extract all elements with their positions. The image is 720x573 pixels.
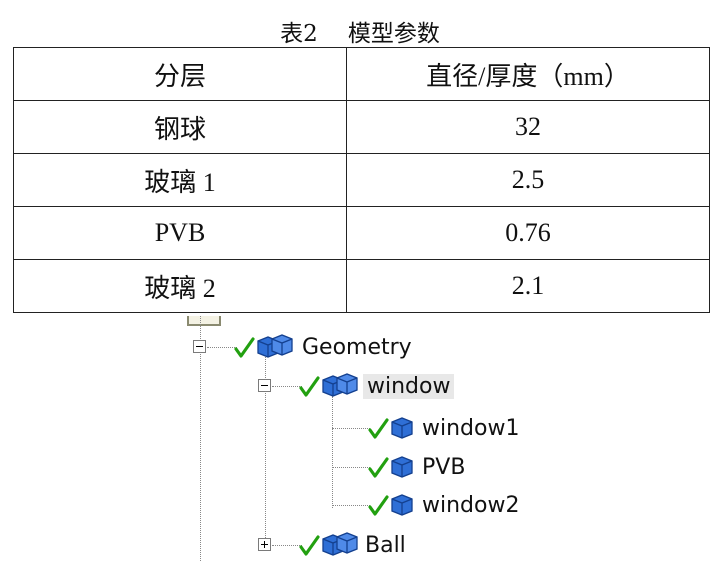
expand-ball-button[interactable] (258, 538, 271, 551)
blue-cubes-icon (322, 373, 358, 397)
tree-node-label: window (363, 373, 455, 399)
tree-connector (332, 396, 333, 508)
tree-node-label: PVB (422, 454, 466, 480)
tree-connector (332, 428, 370, 429)
value-cell: 32 (346, 100, 710, 154)
table-header-row: 分层 直径/厚度（mm） (13, 47, 710, 101)
tree-node-label: Ball (365, 532, 406, 558)
tree-connector (200, 316, 201, 561)
table-row: PVB 0.76 (13, 206, 710, 260)
model-parameters-table: 分层 直径/厚度（mm） 钢球 32 玻璃 1 2.5 PVB 0.76 玻璃 … (13, 47, 710, 313)
tree-connector (332, 505, 370, 506)
green-check-icon (299, 535, 320, 556)
tree-node-ball[interactable]: Ball (299, 529, 406, 561)
blue-cube-icon (391, 494, 413, 516)
table-caption: 表2 模型参数 (0, 14, 720, 48)
green-check-icon (299, 376, 320, 397)
table-caption-number: 表2 (280, 21, 318, 47)
parent-node-icon (187, 316, 221, 326)
layer-cell: 玻璃 2 (13, 259, 347, 313)
tree-node-label: window1 (422, 415, 520, 441)
green-check-icon (234, 337, 255, 358)
layer-cell: 钢球 (13, 100, 347, 154)
tree-node-pvb[interactable]: PVB (368, 451, 465, 483)
tree-node-geometry[interactable]: Geometry (234, 331, 412, 363)
blue-cube-icon (391, 417, 413, 439)
blue-cube-icon (391, 456, 413, 478)
tree-node-label: window2 (422, 492, 520, 518)
green-check-icon (368, 495, 389, 516)
tree-connector (265, 354, 266, 544)
tree-node-window2[interactable]: window2 (368, 489, 519, 521)
green-check-icon (368, 457, 389, 478)
table-caption-title: 模型参数 (347, 21, 440, 47)
blue-cubes-icon (257, 334, 293, 358)
value-cell: 2.1 (346, 259, 710, 313)
tree-node-window[interactable]: window (299, 370, 455, 402)
tree-node-window1[interactable]: window1 (368, 412, 519, 444)
tree-connector (207, 347, 237, 348)
layer-cell: PVB (13, 206, 347, 260)
header-layer: 分层 (13, 47, 347, 101)
collapse-window-button[interactable] (258, 379, 271, 392)
table-row: 玻璃 2 2.1 (13, 259, 710, 313)
tree-node-label: Geometry (302, 334, 412, 360)
value-cell: 2.5 (346, 153, 710, 207)
tree-connector (272, 386, 302, 387)
table-row: 玻璃 1 2.5 (13, 153, 710, 207)
tree-connector (272, 545, 302, 546)
geometry-tree: Geometry window window1 PVB (0, 316, 720, 573)
header-diameter-thickness: 直径/厚度（mm） (346, 47, 710, 101)
layer-cell: 玻璃 1 (13, 153, 347, 207)
green-check-icon (368, 418, 389, 439)
collapse-geometry-button[interactable] (193, 340, 206, 353)
tree-connector (332, 467, 370, 468)
blue-cubes-icon (322, 532, 358, 556)
value-cell: 0.76 (346, 206, 710, 260)
table-row: 钢球 32 (13, 100, 710, 154)
